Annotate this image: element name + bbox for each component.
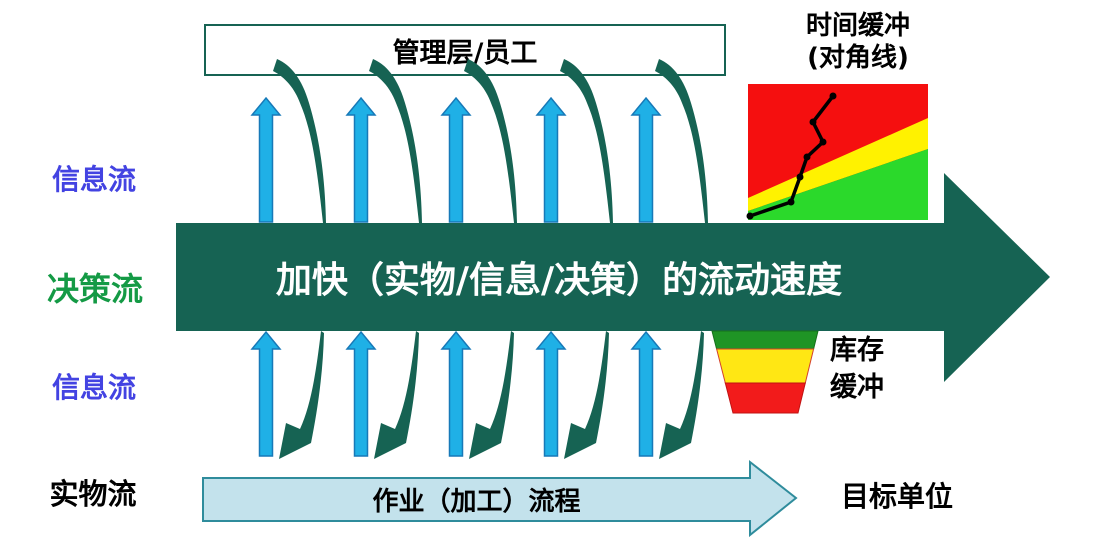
inventory-buffer-funnel xyxy=(711,330,819,414)
up-arrow-icon xyxy=(345,330,377,457)
physical-flow-label: 实物流 xyxy=(49,477,137,511)
main-arrow-label: 加快（实物/信息/决策）的流动速度 xyxy=(275,260,843,301)
funnel-red-band xyxy=(724,382,806,414)
inventory-buffer-line2: 缓冲 xyxy=(830,372,884,403)
curved-arrow-icon xyxy=(273,59,326,223)
up-arrow-icon xyxy=(250,96,282,223)
curved-arrow-down-icon xyxy=(659,331,704,459)
management-box: 管理层/员工 xyxy=(204,24,726,76)
management-box-label: 管理层/员工 xyxy=(392,37,538,69)
chart-yellow-band xyxy=(748,118,928,211)
curved-arrow-down-icon xyxy=(279,331,324,459)
time-buffer-label: 时间缓冲 (对角线) xyxy=(777,10,939,74)
chart-zigzag-line xyxy=(746,92,837,220)
process-arrow-label: 作业（加工）流程 xyxy=(372,487,581,517)
up-arrow-icon xyxy=(440,96,472,223)
chart-point xyxy=(803,153,811,161)
time-buffer-line2: (对角线) xyxy=(807,43,909,73)
bottom-blue-arrows xyxy=(250,330,662,457)
up-arrow-icon xyxy=(250,330,282,457)
time-buffer-line1: 时间缓冲 xyxy=(805,11,910,41)
curved-arrow-down-icon xyxy=(469,331,514,459)
inventory-buffer-line1: 库存 xyxy=(830,335,884,366)
chart-point xyxy=(829,92,837,100)
up-arrow-icon xyxy=(535,96,567,223)
main-flow-arrow xyxy=(176,173,1050,382)
top-blue-arrows xyxy=(250,96,662,223)
target-unit-label: 目标单位 xyxy=(840,480,953,513)
info-flow-top-label: 信息流 xyxy=(51,163,136,196)
curved-arrow-down-icon xyxy=(374,331,419,459)
up-arrow-icon xyxy=(440,330,472,457)
curved-arrow-icon xyxy=(560,59,613,223)
curved-arrow-icon xyxy=(369,59,422,223)
chart-point xyxy=(809,118,817,126)
up-arrow-icon xyxy=(345,96,377,223)
decision-flow-label: 决策流 xyxy=(46,270,143,308)
curved-arrow-icon xyxy=(655,59,708,223)
up-arrow-icon xyxy=(630,96,662,223)
process-flow-arrow xyxy=(202,459,798,537)
chart-point xyxy=(787,198,795,206)
up-arrow-icon xyxy=(630,330,662,457)
time-buffer-chart xyxy=(746,84,928,220)
up-arrow-icon xyxy=(535,330,567,457)
bottom-curved-arrows xyxy=(279,331,704,459)
chart-point xyxy=(746,212,754,220)
top-curved-arrows xyxy=(273,59,708,223)
curved-arrow-down-icon xyxy=(564,331,609,459)
curved-arrow-icon xyxy=(464,59,517,223)
info-flow-bottom-label: 信息流 xyxy=(51,371,136,404)
funnel-green-band xyxy=(711,330,819,350)
chart-point xyxy=(796,173,804,181)
chart-point xyxy=(819,138,827,146)
funnel-yellow-band xyxy=(715,348,815,384)
inventory-buffer-label: 库存 缓冲 xyxy=(830,332,910,406)
